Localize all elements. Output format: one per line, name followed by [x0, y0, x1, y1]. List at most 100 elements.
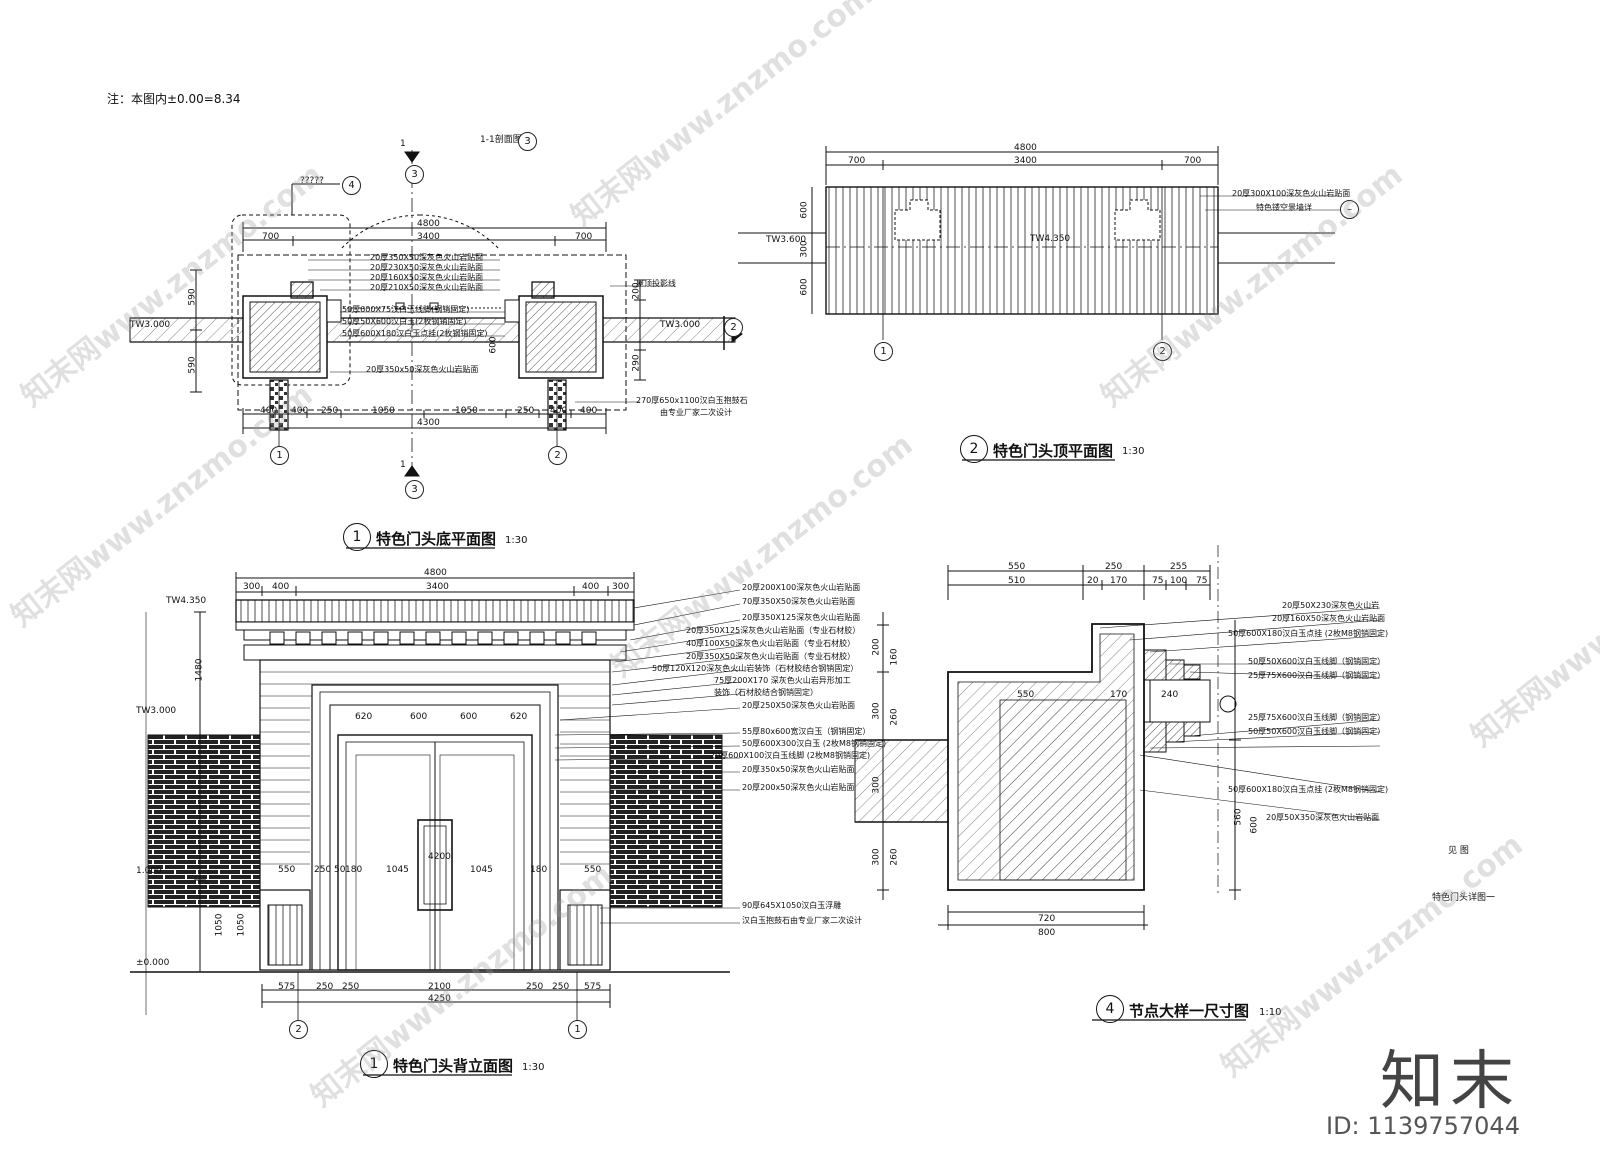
el-dim: 250: [314, 865, 332, 875]
drawing-1-number: 1: [343, 523, 371, 551]
drawing-3-scale: 1:30: [522, 1062, 545, 1073]
pb-dim: 600: [488, 336, 499, 354]
dt-dim: 255: [1170, 562, 1188, 572]
pb-section-mark: 1: [400, 460, 406, 470]
pt-dim: 3400: [1014, 156, 1037, 166]
el-label: 40厚100X50深灰色火山岩贴面（专业石材胶）: [686, 639, 856, 648]
el-dim: 300: [243, 582, 261, 592]
pb-level: TW3.000: [130, 320, 171, 330]
dt-dim: 300: [871, 702, 882, 720]
el-dim: 50: [334, 865, 346, 875]
el-label: 20厚350x50深灰色火山岩贴面: [742, 765, 855, 774]
pb-label: 屋顶投影线: [636, 279, 676, 288]
drawing-2-title: 特色门头顶平面图: [993, 442, 1114, 460]
el-label: 20厚350X50深灰色火山岩贴面（专业石材胶）: [686, 652, 856, 661]
pb-dim: 700: [262, 232, 280, 242]
dt-dim: 250: [1105, 562, 1123, 572]
drawing-3-number: 1: [360, 1050, 388, 1078]
el-label: 55厚80x600宽汉白玉（钢销固定）: [742, 727, 871, 736]
see-note: 见 图: [1448, 846, 1469, 856]
el-label: 20厚200x50深灰色火山岩贴面: [742, 783, 855, 792]
el-dim: 550: [584, 865, 602, 875]
pb-label: 由专业厂家二次设计: [660, 408, 732, 417]
pt-dim: 700: [848, 156, 866, 166]
pb-label: 50厚600X75汉白玉线脚(钢销固定): [342, 305, 470, 314]
el-dim: 250: [342, 982, 360, 992]
pb-dim: 400: [260, 406, 278, 416]
detail-ref-marker: –: [1340, 200, 1359, 219]
el-label: 50厚120X120深灰色火山岩装饰（石材胶结合钢销固定）: [652, 664, 859, 673]
dt-label: 25厚75X600汉白玉线脚（钢销固定）: [1248, 713, 1386, 722]
el-dim: 600: [410, 712, 428, 722]
pb-dim: 4300: [417, 418, 440, 428]
dt-label: 25厚75X600汉白玉线脚（钢销固定）: [1248, 671, 1386, 680]
dt-label: 20厚50X350深灰色火山岩贴面: [1266, 813, 1380, 822]
pt-level: TW3.600: [766, 235, 807, 245]
el-dim: 1045: [470, 865, 493, 875]
pb-label: 20厚160X50深灰色火山岩贴面: [370, 273, 484, 282]
dt-dim: 720: [1038, 914, 1056, 924]
el-label: 20厚600X100汉白玉线脚 (2枚M8钢销固定): [710, 751, 871, 760]
section-ref-marker: 3: [405, 480, 424, 499]
pt-label: 特色镂空景墙详: [1256, 203, 1312, 212]
plan-bottom: [129, 150, 743, 477]
el-label: 20厚350X125深灰色火山岩贴面: [742, 613, 861, 622]
dt-dim: 510: [1008, 576, 1026, 586]
axis-marker: 2: [289, 1020, 308, 1039]
pt-dim: 600: [799, 278, 810, 296]
pb-dim: 590: [187, 356, 198, 374]
pb-dim: 250: [321, 406, 339, 416]
pb-dim: 400: [580, 406, 598, 416]
el-dim: 1045: [386, 865, 409, 875]
pb-dim: 700: [575, 232, 593, 242]
drawing-2-scale: 1:30: [1122, 446, 1145, 457]
el-dim: 250: [526, 982, 544, 992]
pb-dim: 1050: [372, 406, 395, 416]
el-level: TW4.350: [166, 596, 207, 606]
pb-dim: 290: [631, 354, 642, 372]
pb-label: 20厚350x50深灰色火山岩贴面: [366, 365, 479, 374]
section-ref-marker: 3: [405, 165, 424, 184]
sheet-name: 特色门头详图一: [1432, 893, 1496, 903]
pb-dim: 3400: [417, 232, 440, 242]
pb-label: 50厚50X600汉白玉(2枚钢销固定): [342, 317, 467, 326]
el-dim: 1480: [194, 658, 205, 682]
el-dim: 250: [552, 982, 570, 992]
el-dim: 600: [460, 712, 478, 722]
plan-top: [738, 146, 1340, 340]
el-label: 装饰（石材胶结合钢销固定）: [714, 688, 818, 697]
axis-marker: 1: [874, 342, 893, 361]
dt-dim: 300: [871, 848, 882, 866]
pb-dim: 400: [291, 406, 309, 416]
pb-dim: 590: [187, 288, 198, 306]
detail-node: [854, 545, 1381, 930]
drawing-3-title: 特色门头背立面图: [393, 1057, 514, 1075]
pb-dim: 400: [550, 406, 568, 416]
pb-callout: ?????: [300, 176, 324, 186]
pb-label: 20厚210X50深灰色火山岩贴面: [370, 283, 484, 292]
el-label: 20厚200X100深灰色火山岩贴面: [742, 583, 861, 592]
axis-marker: 2: [1153, 342, 1172, 361]
el-level: 1.000: [136, 866, 162, 876]
el-dim: 575: [278, 982, 296, 992]
dt-dim: 200: [871, 638, 882, 656]
el-level: TW3.000: [136, 706, 177, 716]
drawing-4-title: 节点大样一尺寸图: [1129, 1002, 1250, 1020]
el-label: 50厚600X300汉白玉 (2枚M8钢销固定): [742, 739, 887, 748]
drawing-1-title: 特色门头底平面图: [376, 530, 497, 548]
dt-label: 50厚50X600汉白玉线脚（钢销固定）: [1248, 727, 1386, 736]
el-dim: 250: [316, 982, 334, 992]
pb-section-mark: 1: [400, 139, 406, 149]
el-dim: 575: [584, 982, 602, 992]
pb-label: 50厚600X180汉白玉点挂(2枚钢销固定): [342, 329, 488, 338]
el-level: ±0.000: [136, 958, 170, 968]
section-ref-marker: 3: [518, 132, 537, 151]
el-dim: 1050: [214, 913, 225, 937]
drawing-4-scale: 1:10: [1259, 1007, 1282, 1018]
dt-label: 50厚50X600汉白玉线脚（钢销固定）: [1248, 657, 1386, 666]
el-dim: 4200: [428, 852, 451, 862]
dt-dim: 170: [1110, 576, 1128, 586]
pb-level: TW3.000: [660, 320, 701, 330]
image-id: ID: 1139757044: [1326, 1112, 1520, 1140]
dt-dim: 550: [1008, 562, 1026, 572]
